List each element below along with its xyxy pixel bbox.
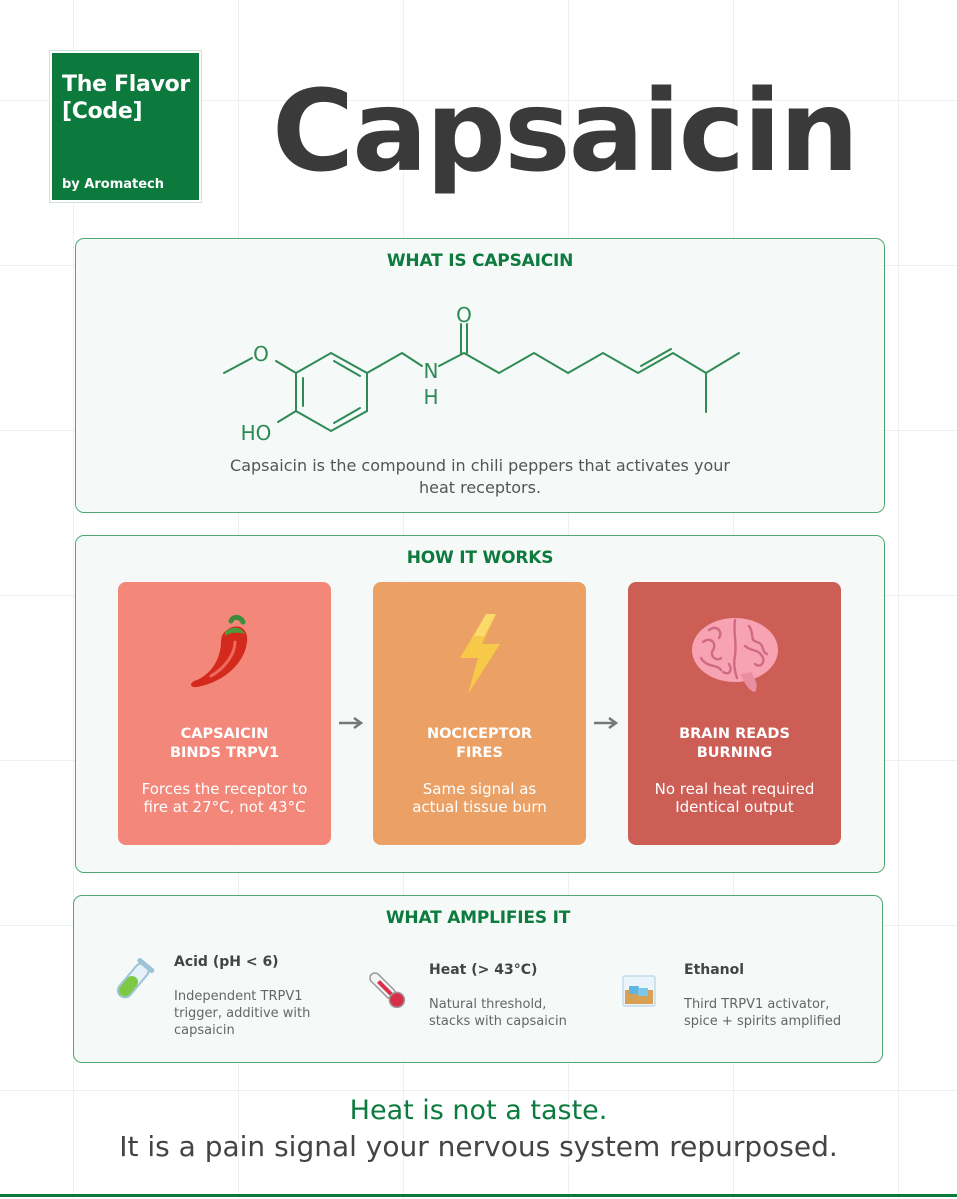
how-it-works-title: HOW IT WORKS — [406, 548, 554, 568]
tagline-primary: Heat is not a taste. — [349, 1095, 608, 1126]
amide-hydrogen-label: H — [423, 385, 438, 409]
hydroxyl-label: HO — [241, 421, 272, 445]
step-description: Same signal as actual tissue burn — [412, 780, 547, 816]
step-description: Forces the receptor to fire at 27°C, not… — [141, 780, 308, 816]
test-tube-icon — [109, 958, 155, 1010]
chili-pepper-icon — [118, 612, 331, 697]
step-card-brain: BRAIN READS BURNING No real heat require… — [628, 582, 841, 845]
thermometer-icon — [364, 966, 410, 1018]
bottom-divider — [0, 1194, 957, 1197]
amplifiers-panel: WHAT AMPLIFIES IT Acid (pH < 6) Independ… — [73, 895, 883, 1063]
arrow-right-icon — [594, 716, 619, 730]
amide-nitrogen-label: N — [424, 359, 439, 383]
step-card-fires: NOCICEPTOR FIRES Same signal as actual t… — [373, 582, 586, 845]
carbonyl-oxygen-label: O — [456, 303, 472, 327]
amplifier-description: Natural threshold, stacks with capsaicin — [429, 997, 567, 1029]
methoxy-oxygen-label: O — [253, 342, 269, 366]
glass-icon — [619, 974, 659, 1014]
amplifier-description: Third TRPV1 activator, spice + spirits a… — [684, 997, 842, 1029]
step-description: No real heat required Identical output — [654, 780, 815, 816]
amplifier-title: Ethanol — [684, 962, 745, 978]
brand-title: The Flavor [Code] — [62, 72, 190, 124]
brand-logo: The Flavor [Code] by Aromatech — [49, 50, 202, 203]
page-title: Capsaicin — [272, 67, 859, 197]
step-card-binds: CAPSAICIN BINDS TRPV1 Forces the recepto… — [118, 582, 331, 845]
step-title: NOCICEPTOR FIRES — [426, 726, 533, 761]
amplifier-description: Independent TRPV1 trigger, additive with… — [174, 989, 311, 1038]
brain-icon — [628, 612, 841, 697]
arrow-right-icon — [339, 716, 364, 730]
amplifiers-title: WHAT AMPLIFIES IT — [385, 908, 571, 928]
lightning-bolt-icon — [373, 612, 586, 697]
brand-byline: by Aromatech — [62, 177, 165, 192]
tagline-secondary: It is a pain signal your nervous system … — [119, 1130, 838, 1163]
what-is-title: WHAT IS CAPSAICIN — [386, 251, 574, 271]
what-is-panel: WHAT IS CAPSAICIN O N — [75, 238, 885, 513]
how-it-works-panel: HOW IT WORKS CAPSAICIN BINDS TRPV1 Force… — [75, 535, 885, 873]
step-title: BRAIN READS BURNING — [679, 726, 790, 761]
capsaicin-structure-diagram: O N H O HO — [223, 303, 740, 445]
step-title: CAPSAICIN BINDS TRPV1 — [169, 726, 280, 761]
amplifier-title: Heat (> 43°C) — [429, 962, 538, 978]
what-is-description: Capsaicin is the compound in chili peppe… — [230, 456, 730, 497]
amplifier-title: Acid (pH < 6) — [174, 954, 279, 970]
